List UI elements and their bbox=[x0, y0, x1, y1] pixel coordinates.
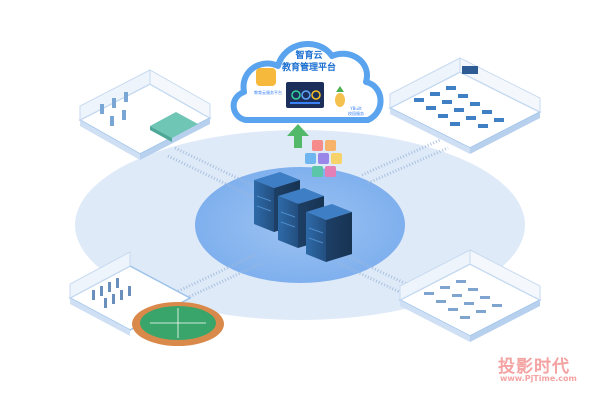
cloud-right-logo-caption: 校园服务 bbox=[348, 111, 364, 116]
classroom-icon bbox=[388, 57, 542, 154]
dashboard-screen bbox=[286, 82, 324, 108]
dashboard-gauges bbox=[290, 90, 321, 104]
classroom-icon bbox=[78, 69, 212, 160]
cloud-icon bbox=[230, 40, 384, 123]
cloud-title-line2: 教育管理平台 bbox=[281, 63, 336, 73]
upload-arrow-icon bbox=[287, 124, 309, 148]
server-rack-icon bbox=[254, 172, 352, 262]
cloud-left-logo-caption: 教育云服务平台 bbox=[254, 90, 282, 95]
sports-field-icon bbox=[132, 302, 224, 346]
cloud-right-logo-brand: YBuilt bbox=[350, 106, 362, 111]
cloud-title-line1: 智育云 bbox=[295, 51, 323, 61]
app-grid-icon bbox=[305, 140, 342, 177]
pineapple-logo-icon bbox=[335, 86, 345, 107]
cloud-platform-title: 智育云 教育管理平台 bbox=[280, 50, 338, 74]
cloud-right-logo: YBuilt 校园服务 bbox=[336, 106, 376, 117]
watermark-url: www.PjTime.com bbox=[500, 374, 577, 383]
watermark-text: 投影时代 bbox=[498, 357, 570, 377]
classroom-icon bbox=[398, 249, 542, 342]
folder-app-icon bbox=[256, 68, 276, 86]
